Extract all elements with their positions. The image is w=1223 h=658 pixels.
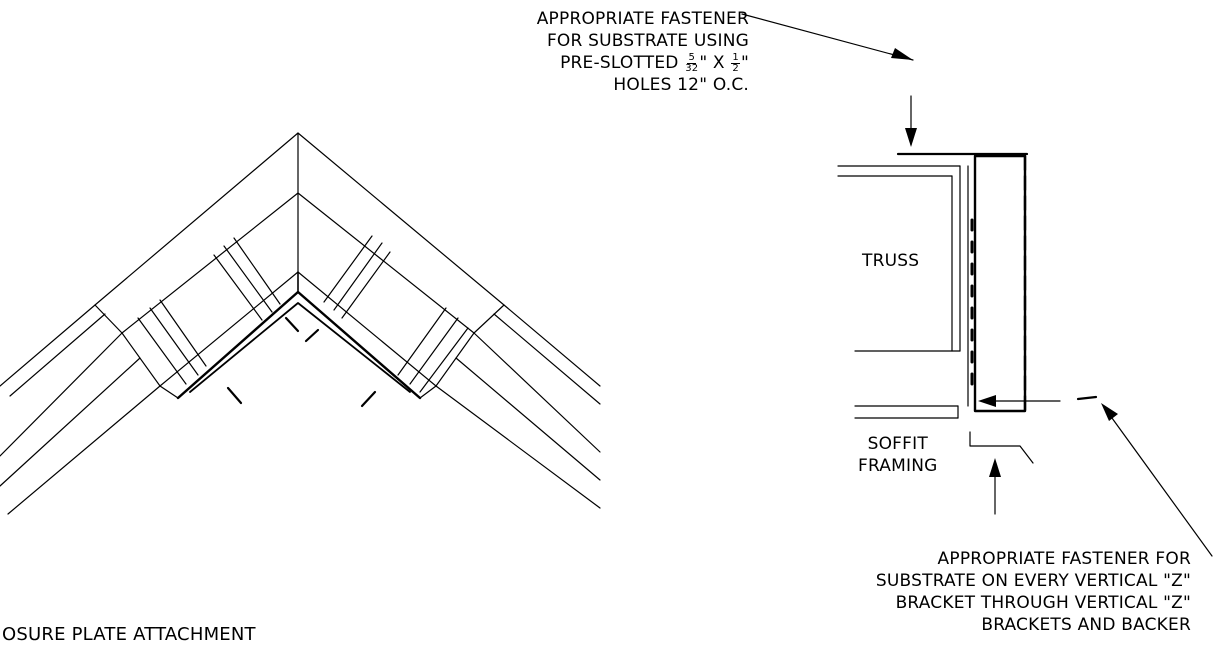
z-bracket-right-2 [397, 307, 469, 393]
soffit-framing-label: SOFFIT FRAMING [858, 434, 938, 476]
fraction-5-32: 5 32 [685, 51, 699, 74]
section-view [741, 13, 1213, 557]
fastener-top-line4: HOLES 12" O.C. [613, 75, 749, 95]
screw-icon [1076, 395, 1098, 401]
z-bracket-right-1 [323, 235, 391, 319]
caption: OSURE PLATE ATTACHMENT [2, 624, 256, 645]
rail-left [0, 304, 161, 515]
fraction-1-2: 1 2 [731, 51, 740, 74]
corner-inner-frame [121, 192, 475, 334]
fastener-top-line2: FOR SUBSTRATE USING [546, 31, 749, 51]
fastener-top-note: APPROPRIATE FASTENER FOR SUBSTRATE USING… [536, 9, 749, 95]
corner-closure-view [0, 132, 601, 515]
backer-channel-outer [176, 290, 422, 400]
fastener-bottom-note: APPROPRIATE FASTENER FOR SUBSTRATE ON EV… [875, 549, 1191, 635]
z-bracket-left-2 [213, 237, 281, 321]
arrowhead [891, 48, 913, 60]
screw-icon [226, 316, 377, 408]
truss [837, 165, 961, 352]
truss-label: TRUSS [862, 251, 920, 271]
soffit-framing [854, 405, 1034, 464]
z-bracket-column [967, 154, 1027, 413]
backer-channel-inner [189, 302, 411, 393]
z-bracket-left-1 [137, 299, 207, 385]
corner-outer-outline [94, 132, 505, 306]
fastener-top-line3: PRE-SLOTTED [560, 53, 679, 73]
fastener-top-line1: APPROPRIATE FASTENER [536, 9, 749, 29]
rail-right [435, 304, 601, 509]
